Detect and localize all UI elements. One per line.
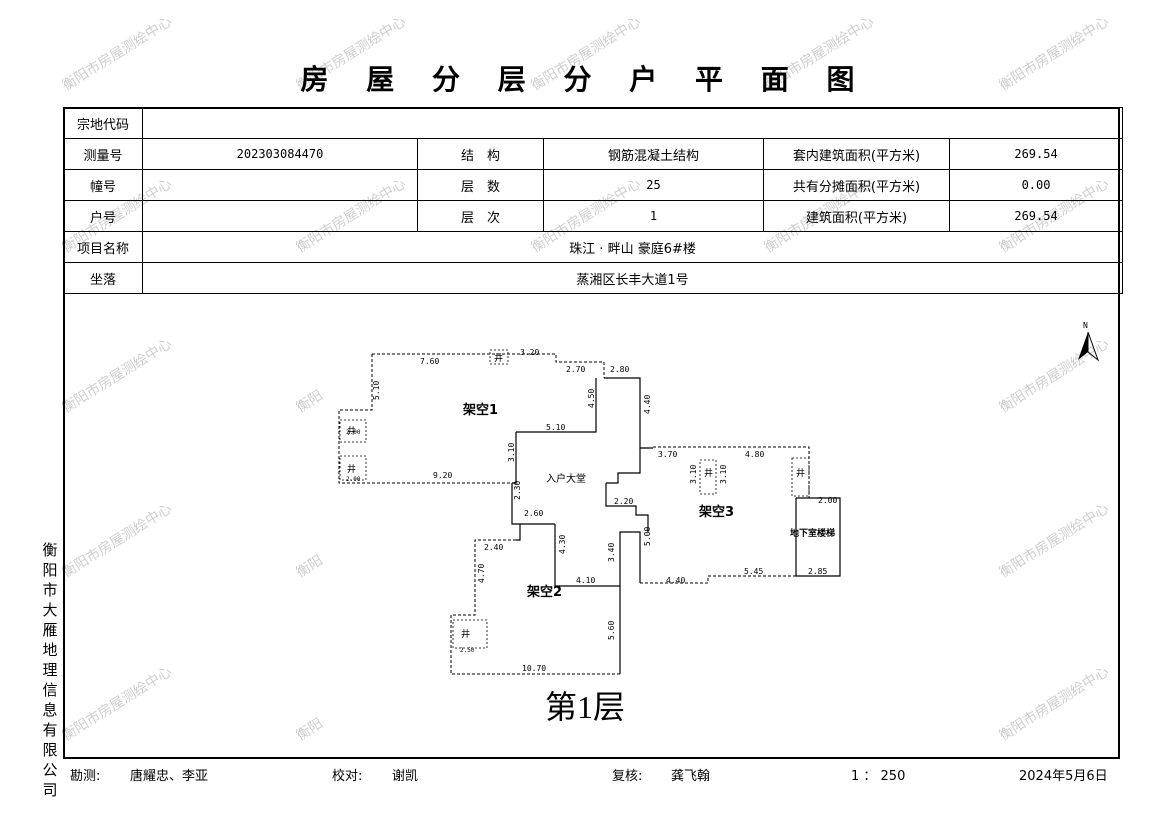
dim-label: 2.50 xyxy=(460,647,475,654)
dim-label: 2.85 xyxy=(808,567,827,576)
dim-label: 3.10 xyxy=(507,443,516,462)
date-text: 2024年5月6日 xyxy=(1019,769,1108,784)
building-no-value xyxy=(142,169,418,201)
dim-label: 3.10 xyxy=(689,465,698,484)
dim-label: 2.60 xyxy=(524,509,543,518)
shaft-label: 井 xyxy=(461,628,470,640)
shaft-label: 井 xyxy=(347,463,356,475)
page-title: 房 屋 分 层 分 户 平 面 图 xyxy=(300,63,869,96)
dim-label: 4.70 xyxy=(477,564,486,583)
project-label: 项目名称 xyxy=(63,231,143,263)
building-no-label: 幢号 xyxy=(63,169,143,201)
dim-label: 9.20 xyxy=(433,471,452,480)
north-label: N xyxy=(1083,321,1088,330)
dim-label: 2.80 xyxy=(610,365,629,374)
room-label-jiakong1: 架空1 xyxy=(462,402,498,418)
checker-value: 谢凯 xyxy=(392,769,419,784)
dim-label: 4.40 xyxy=(643,395,652,414)
dim-label: 2.00 xyxy=(818,496,837,505)
shaft-label: 井 xyxy=(796,467,805,479)
shaft-boxes xyxy=(339,349,810,649)
survey-no-label: 测量号 xyxy=(63,138,143,170)
dim-label: 2.20 xyxy=(614,497,633,506)
room-label-jiakong3: 架空3 xyxy=(698,504,734,520)
shared-area-value: 0.00 xyxy=(948,169,1124,201)
table-row: 户号 层 次 1 建筑面积(平方米) 269.54 xyxy=(63,200,1124,232)
table-row: 坐落 蒸湘区长丰大道1号 xyxy=(63,262,1124,294)
dim-label: 2.40 xyxy=(484,543,503,552)
floor-name: 第1层 xyxy=(545,689,626,725)
dim-label: 4.30 xyxy=(558,535,567,554)
dim-label: 5.10 xyxy=(372,381,381,400)
dim-label: 5.60 xyxy=(607,621,616,640)
shaft-label: 井 xyxy=(347,425,356,437)
checker-label: 校对: xyxy=(332,769,363,784)
dim-label: 10.70 xyxy=(522,664,546,673)
dim-label: 4.50 xyxy=(587,389,596,408)
wall-lines xyxy=(511,377,841,674)
scale-text: 1 ： 250 xyxy=(851,769,906,784)
dim-label: 3.40 xyxy=(607,543,616,562)
reviewer-value: 龚飞翰 xyxy=(671,769,711,784)
unit-no-label: 户号 xyxy=(63,200,143,232)
surveyor-label: 勘测: xyxy=(70,769,101,784)
structure-label: 结 构 xyxy=(417,138,544,170)
north-arrow-icon: N xyxy=(1078,321,1100,362)
dim-label: 2.00 xyxy=(346,476,361,483)
table-row: 测量号 202303084470 结 构 钢筋混凝土结构 套内建筑面积(平方米)… xyxy=(63,138,1124,170)
dim-label: 3.70 xyxy=(658,450,677,459)
open-area-outline xyxy=(338,353,810,675)
shaft-label: 井 xyxy=(494,352,503,364)
dim-label: 5.00 xyxy=(643,527,652,546)
dim-label: 3.10 xyxy=(719,465,728,484)
building-area-label: 建筑面积(平方米) xyxy=(763,200,950,232)
dim-label: 2.00 xyxy=(346,429,361,436)
dim-label: 4.40 xyxy=(666,576,685,585)
table-row: 项目名称 珠江 · 畔山 豪庭6#楼 xyxy=(63,231,1124,263)
shaft-label: 井 xyxy=(704,467,713,479)
reviewer-label: 复核: xyxy=(612,769,643,784)
dim-label: 7.60 xyxy=(420,357,439,366)
location-value: 蒸湘区长丰大道1号 xyxy=(141,262,1124,294)
info-table: 宗地代码 测量号 202303084470 结 构 钢筋混凝土结构 套内建筑面积… xyxy=(63,107,1124,294)
side-organization: 衡阳市大雁地理信息有限公司 xyxy=(42,541,58,799)
location-label: 坐落 xyxy=(63,262,143,294)
dimension-labels: 7.60 3.20 2.70 2.80 5.10 4.50 4.40 5.10 … xyxy=(346,348,837,673)
dim-label: 4.10 xyxy=(576,576,595,585)
floors-value: 25 xyxy=(543,169,764,201)
dim-label: 5.10 xyxy=(546,423,565,432)
dim-label: 4.80 xyxy=(745,450,764,459)
inner-area-label: 套内建筑面积(平方米) xyxy=(763,138,950,170)
dim-label: 2.70 xyxy=(566,365,585,374)
room-label-basement-stairs: 地下室楼梯 xyxy=(790,527,835,539)
dim-label: 3.20 xyxy=(520,348,539,357)
dim-label: 5.45 xyxy=(744,567,763,576)
room-labels: 架空1 架空2 架空3 入户大堂 地下室楼梯 xyxy=(462,402,835,600)
building-area-value: 269.54 xyxy=(948,200,1124,232)
room-label-jiakong2: 架空2 xyxy=(526,584,562,600)
table-row: 幢号 层 数 25 共有分摊面积(平方米) 0.00 xyxy=(63,169,1124,201)
dim-label: 2.30 xyxy=(513,481,522,500)
inner-area-value: 269.54 xyxy=(948,138,1124,170)
shaft-labels: 井 井 井 井 井 井 xyxy=(347,352,805,640)
room-label-entrance: 入户大堂 xyxy=(546,472,586,485)
shared-area-label: 共有分摊面积(平方米) xyxy=(763,169,950,201)
surveyor-value: 唐耀忠、李亚 xyxy=(130,769,209,784)
